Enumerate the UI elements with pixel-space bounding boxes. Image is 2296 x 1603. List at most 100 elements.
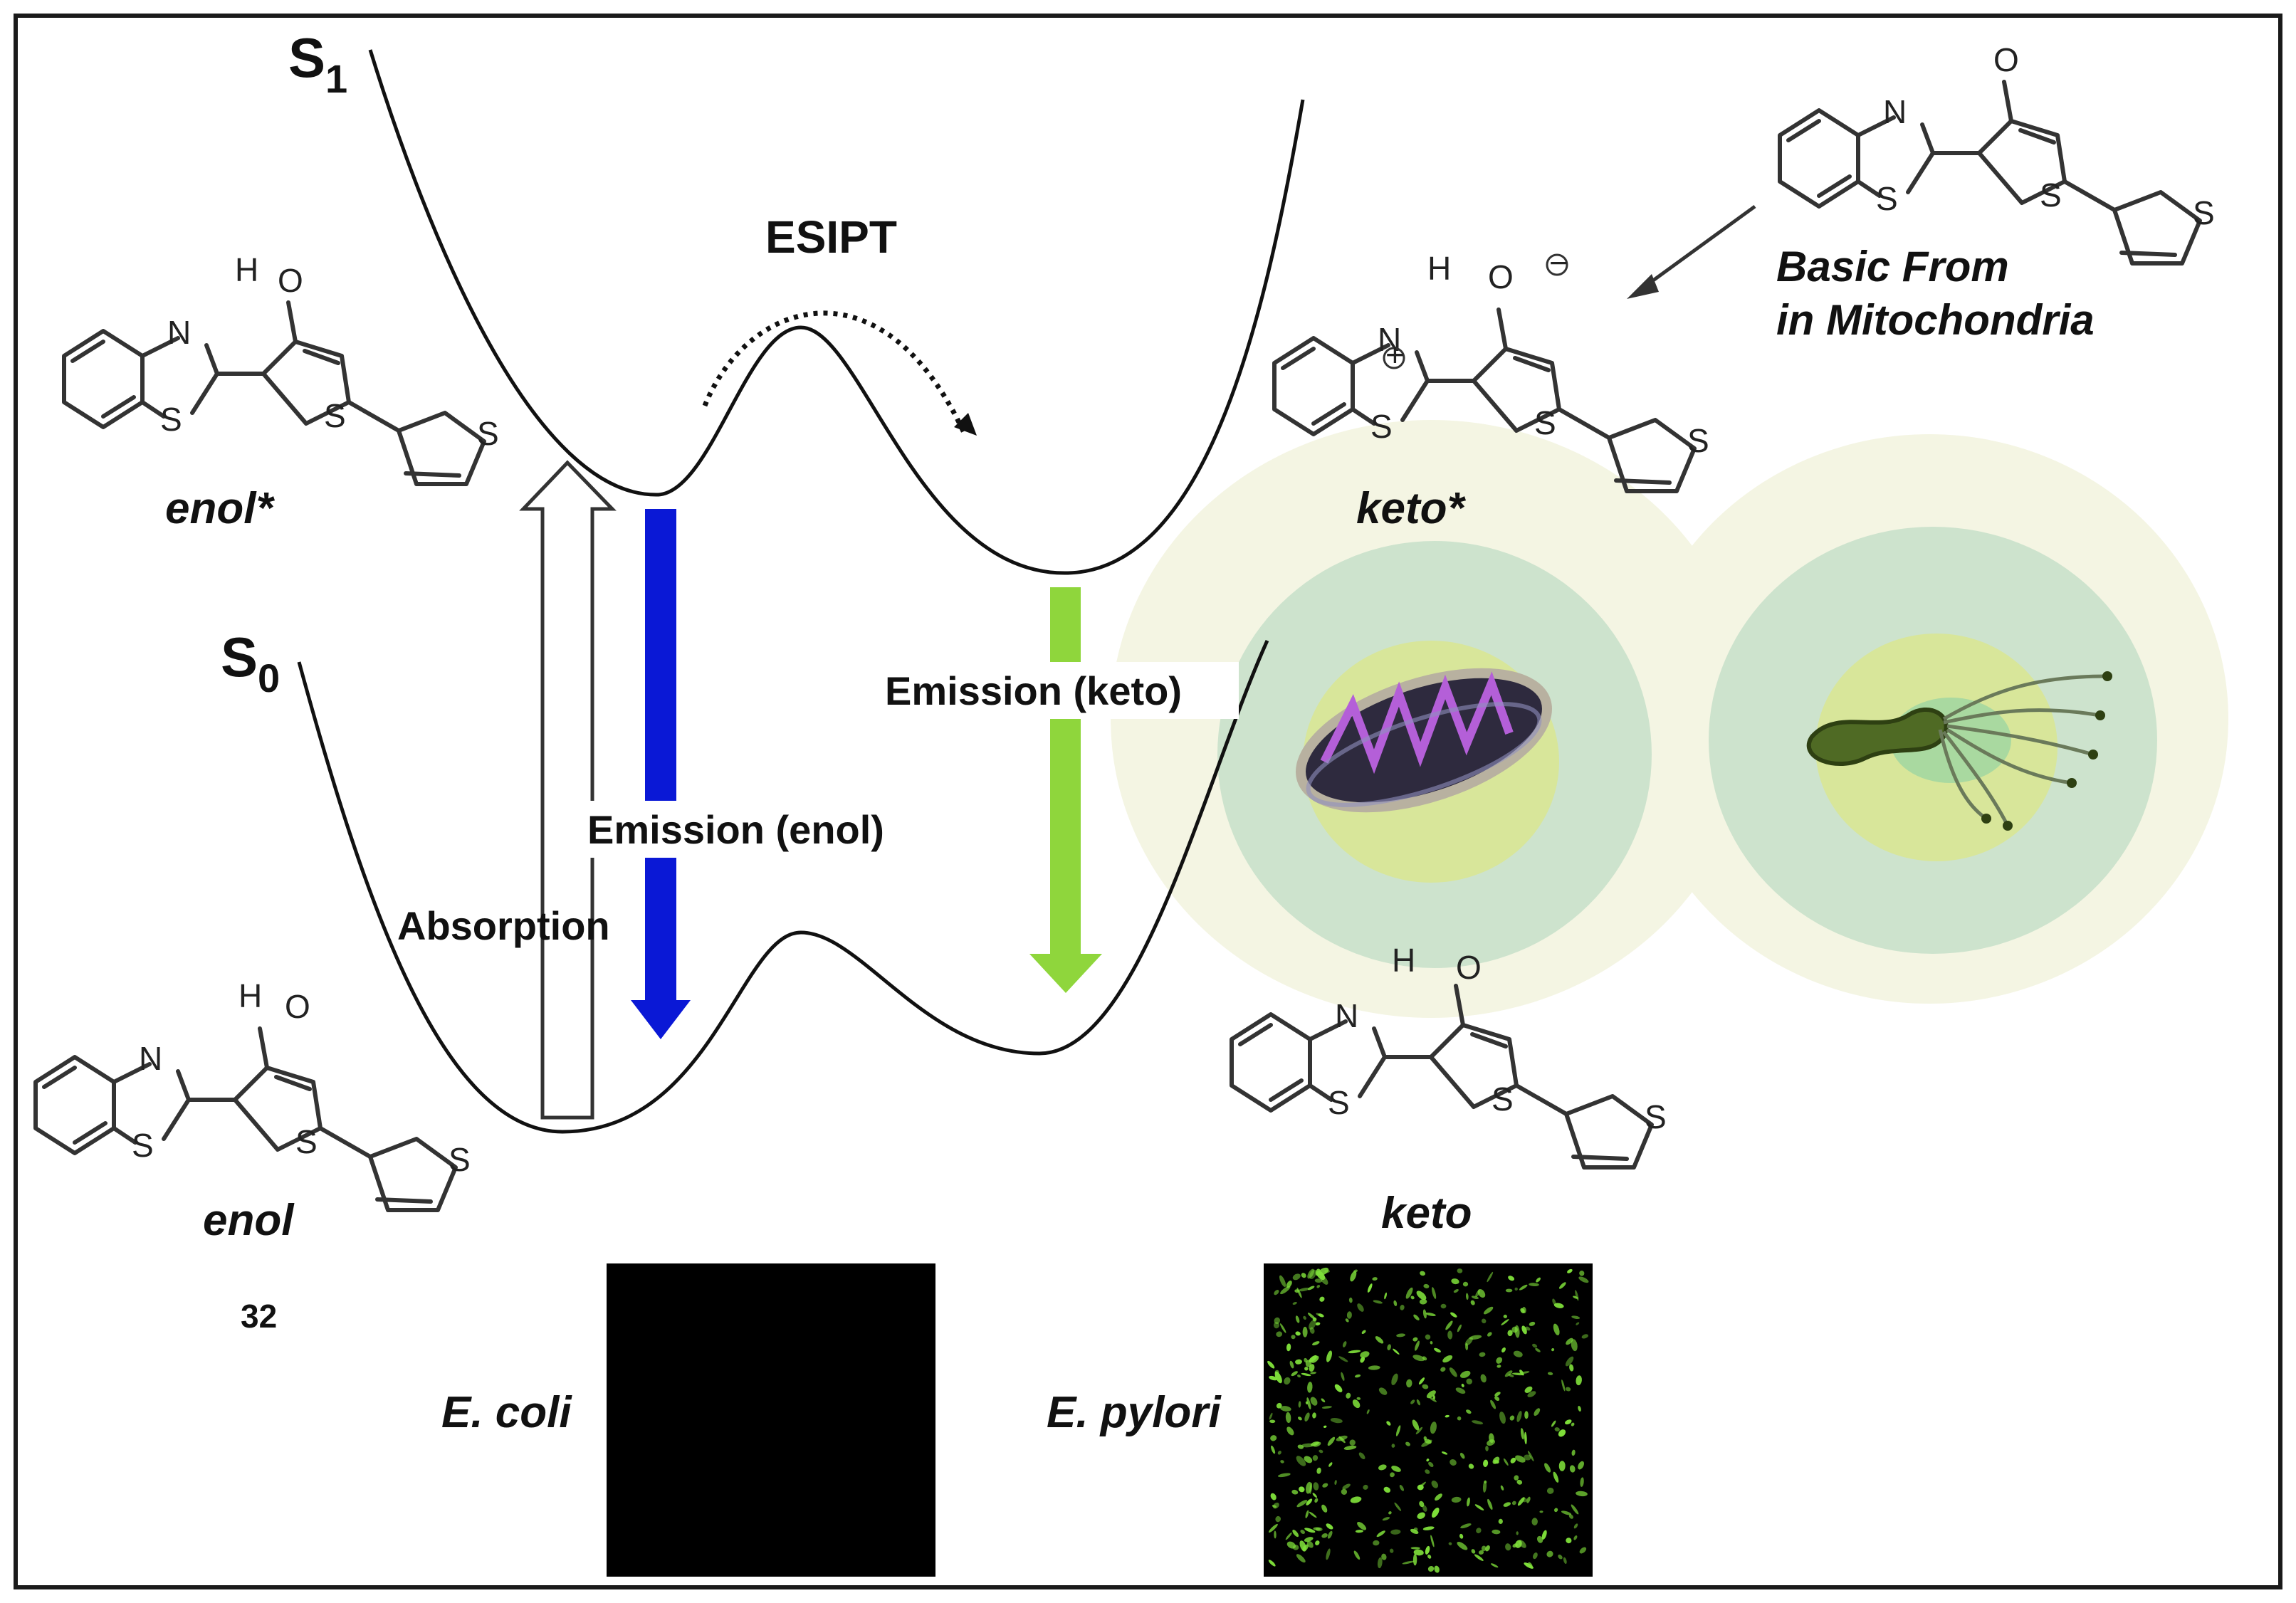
fluorescent-spot [1578, 1461, 1585, 1470]
fluorescent-spot [1289, 1360, 1294, 1369]
fluorescent-spot [1449, 1367, 1457, 1377]
fluorescent-spot [1296, 1500, 1308, 1508]
fluorescent-spot [1314, 1278, 1323, 1283]
svg-text:H: H [238, 977, 262, 1014]
enol-ground-structure: N S S S H O [36, 977, 471, 1210]
fluorescent-spot [1375, 1336, 1384, 1344]
fluorescent-spot [1487, 1439, 1496, 1446]
fluorescent-spot [1513, 1350, 1523, 1357]
s1-curve [368, 49, 1305, 575]
fluorescent-spot [1306, 1397, 1311, 1410]
fluorescent-spot [1553, 1471, 1559, 1483]
fluorescent-spot [1391, 1373, 1398, 1385]
fluorescent-spot [1326, 1523, 1333, 1530]
fluorescent-spot [1573, 1535, 1578, 1540]
fluorescent-spot [1457, 1324, 1462, 1333]
fluorescent-spot [1412, 1337, 1418, 1342]
fluorescent-spot [1353, 1269, 1358, 1273]
basic-form-arrowhead [1627, 274, 1659, 299]
fluorescent-spot [1512, 1543, 1518, 1548]
fluorescent-spot [1481, 1545, 1487, 1552]
fluorescent-spot [1309, 1355, 1317, 1362]
fluorescent-spot [1533, 1552, 1538, 1560]
s0-curve [297, 639, 1269, 1134]
fluorescent-spot [1524, 1454, 1531, 1461]
svg-text:S: S [2040, 177, 2062, 214]
fluorescent-spot [1348, 1350, 1361, 1354]
fluorescent-spot [1416, 1291, 1427, 1300]
fluorescent-spot [1505, 1288, 1513, 1293]
fluorescent-spot [1490, 1563, 1499, 1568]
fluorescent-spot [1302, 1544, 1309, 1552]
fluorescent-spot [1368, 1365, 1380, 1370]
fluorescent-spot [1501, 1347, 1506, 1353]
fluorescent-spot [1418, 1377, 1425, 1385]
fluorescent-spot [1478, 1550, 1484, 1555]
fluorescent-spot [1442, 1355, 1453, 1363]
esipt-arrowhead [954, 413, 977, 436]
fluorescent-spot [1304, 1412, 1310, 1421]
fluorescent-spot [1396, 1333, 1405, 1337]
svg-text:S: S [477, 415, 499, 452]
fluorescent-spot [1571, 1422, 1575, 1426]
fluorescent-spot [1522, 1306, 1526, 1313]
fluorescent-spot [1521, 1325, 1527, 1335]
fluorescent-spot [1274, 1371, 1282, 1384]
fluorescent-spot [1341, 1372, 1345, 1381]
fluorescent-spot [1378, 1387, 1388, 1395]
fluorescent-spot [1483, 1459, 1489, 1467]
fluorescent-spot [1277, 1473, 1291, 1478]
fluorescent-spot [1558, 1461, 1566, 1471]
fluorescent-spot [1367, 1283, 1373, 1293]
fluorescent-spot [1322, 1483, 1328, 1488]
fluorescent-spot [1284, 1377, 1291, 1385]
absorption-arrow [519, 460, 617, 1120]
fluorescent-spot [1291, 1371, 1298, 1377]
fluorescent-spot [1291, 1489, 1299, 1495]
fluorescent-spot [1527, 1391, 1536, 1397]
svg-text:S: S [324, 397, 346, 434]
fluorescent-spot [1360, 1357, 1365, 1363]
fluorescent-spot [1498, 1518, 1503, 1524]
fluorescent-spot [1496, 1357, 1503, 1364]
fluorescent-spot [1566, 1337, 1573, 1345]
fluorescent-spot [1492, 1529, 1501, 1535]
fluorescent-spot [1357, 1522, 1367, 1530]
fluorescent-spot [1544, 1463, 1551, 1473]
fluorescent-spot [1578, 1406, 1581, 1412]
fluorescent-spot [1440, 1367, 1446, 1372]
fluorescent-spot [1413, 1314, 1420, 1320]
fluorescent-spot [1517, 1497, 1525, 1506]
fluorescent-spot [1482, 1318, 1487, 1324]
fluorescent-spot [1500, 1485, 1504, 1491]
fluorescent-spot [1327, 1436, 1336, 1446]
fluorescent-spot [1571, 1504, 1579, 1515]
fluorescent-spot [1419, 1298, 1427, 1305]
fluorescent-spot [1327, 1530, 1333, 1539]
fluorescent-spot [1510, 1457, 1516, 1463]
fluorescent-spot [1415, 1426, 1423, 1435]
fluorescent-spot [1275, 1515, 1281, 1523]
svg-text:S: S [2193, 194, 2215, 231]
fluorescent-spot [1373, 1300, 1383, 1304]
fluorescent-spot [1378, 1464, 1387, 1471]
fluorescent-spot [1565, 1356, 1574, 1367]
fluorescent-spot [1277, 1451, 1281, 1455]
fluorescent-spot [1315, 1322, 1321, 1326]
fluorescent-spot [1430, 1341, 1433, 1345]
fluorescent-spot [1296, 1554, 1306, 1563]
fluorescent-spot [1309, 1511, 1317, 1518]
fluorescent-spot [1426, 1459, 1430, 1462]
fluorescent-spot [1319, 1296, 1325, 1302]
fluorescent-spot [1349, 1439, 1356, 1446]
fluorescent-spot [1417, 1512, 1425, 1520]
fluorescent-spot [1580, 1477, 1584, 1487]
svg-text:S: S [1370, 408, 1393, 445]
keto-emission-arrow [1029, 587, 1102, 993]
fluorescent-spot [1412, 1419, 1420, 1431]
fluorescent-spot [1410, 1528, 1419, 1534]
fluorescent-spot [1532, 1343, 1538, 1348]
fluorescent-spot [1459, 1452, 1465, 1459]
fluorescent-spot [1384, 1292, 1388, 1300]
